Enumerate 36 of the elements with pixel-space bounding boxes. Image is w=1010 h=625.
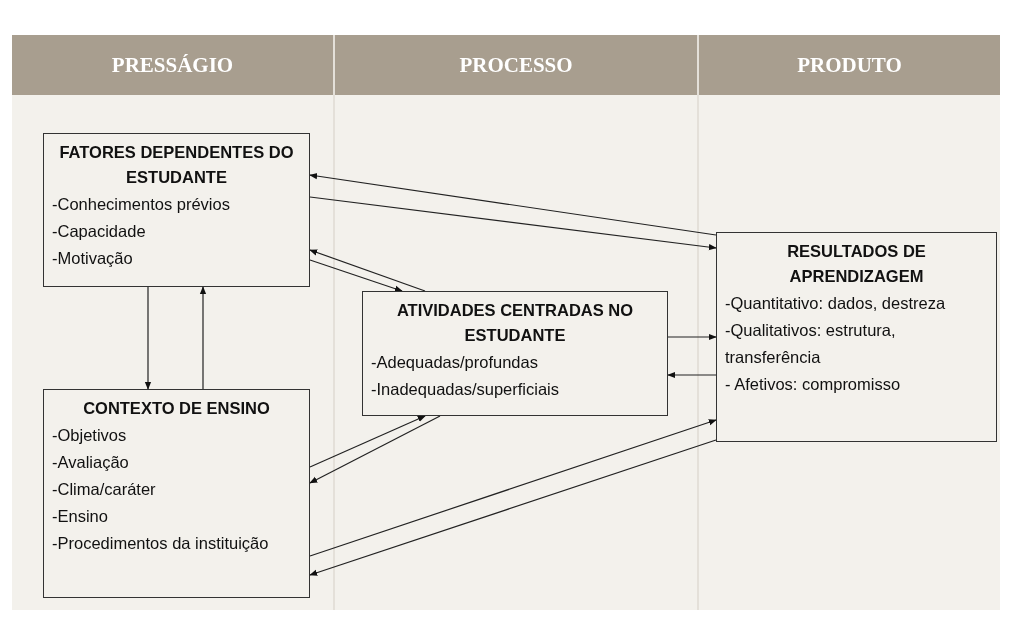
arrow: [309, 415, 426, 468]
list-item: -Objetivos: [52, 425, 128, 446]
list-item: -Qualitativos: estrutura, transferência: [725, 320, 897, 368]
list-item: -Procedimentos da instituição: [52, 533, 270, 554]
column-header: PRESSÁGIO: [110, 51, 235, 79]
list-item: -Clima/caráter: [52, 479, 157, 500]
text-box: [43, 389, 310, 598]
box-heading: FATORES DEPENDENTES DO ESTUDANTE: [58, 142, 295, 188]
arrow: [144, 286, 152, 390]
text-box: [716, 232, 997, 442]
text-box: [362, 291, 668, 416]
list-item: -Motivação: [52, 248, 134, 269]
box-heading: RESULTADOS DE APRENDIZAGEM: [786, 241, 927, 287]
arrow: [309, 249, 426, 292]
arrow: [199, 286, 207, 390]
box-heading: ATIVIDADES CENTRADAS NO ESTUDANTE: [395, 300, 635, 346]
list-item: -Inadequadas/superficiais: [371, 379, 561, 400]
list-item: -Quantitativo: dados, destreza: [725, 293, 947, 314]
column-header: PRODUTO: [796, 51, 903, 79]
list-item: -Ensino: [52, 506, 109, 527]
arrow: [309, 439, 717, 576]
list-item: -Capacidade: [52, 221, 147, 242]
column-header: PROCESSO: [458, 51, 574, 79]
arrow: [309, 259, 403, 292]
arrow: [667, 333, 717, 341]
box-heading: CONTEXTO DE ENSINO: [82, 398, 271, 419]
arrow: [309, 172, 717, 236]
arrow: [309, 419, 717, 557]
arrow: [309, 196, 717, 251]
list-item: - Afetivos: compromisso: [725, 374, 902, 395]
list-item: -Avaliação: [52, 452, 130, 473]
list-item: -Conhecimentos prévios: [52, 194, 231, 215]
arrow: [667, 371, 717, 379]
arrow: [309, 415, 441, 484]
text-box: [43, 133, 310, 287]
list-item: -Adequadas/profundas: [371, 352, 539, 373]
